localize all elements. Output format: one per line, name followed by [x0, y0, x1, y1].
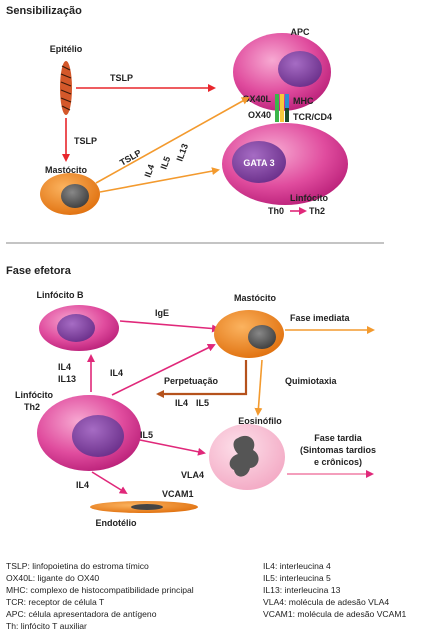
legend-item: TCR: receptor de célula T	[6, 597, 105, 607]
eosinophil-label: Eosinófilo	[238, 416, 282, 426]
vcam1-label: VCAM1	[162, 489, 194, 499]
tcr-cd4-label: TCR/CD4	[293, 112, 332, 122]
il4-a-label: IL4	[58, 362, 71, 372]
legend-item: Th: linfócito T auxiliar	[6, 621, 87, 631]
legend-left: TSLP: linfopoietina do estroma tímico OX…	[6, 560, 194, 632]
late-phase-label-2: (Sintomas tardios	[300, 445, 376, 455]
il4-to-mast-arrow	[111, 344, 216, 396]
lymphocyte-cell	[222, 123, 348, 205]
apc-cell	[233, 33, 331, 111]
il5-a-label: IL5	[196, 398, 209, 408]
immediate-phase-label: Fase imediata	[290, 313, 351, 323]
epithelium-label: Epitélio	[50, 44, 83, 54]
mast-cell-bottom	[214, 310, 284, 358]
ox40l-label: OX40L	[242, 94, 271, 104]
tslp-diag-label: TSLP	[118, 148, 143, 168]
legend-item: IL5: interleucina 5	[263, 573, 331, 583]
gata3-label: GATA 3	[243, 158, 274, 168]
sensitization-title: Sensibilização	[6, 5, 82, 17]
tslp-top-label: TSLP	[110, 73, 133, 83]
mast-cell-top-label: Mastócito	[45, 165, 88, 175]
chemotaxis-arrow	[254, 359, 263, 416]
tslp-down-label: TSLP	[74, 136, 97, 146]
legend-item: TSLP: linfopoietina do estroma tímico	[6, 561, 149, 571]
il13-diag-label: IL13	[174, 142, 190, 162]
chemotaxis-label: Quimiotaxia	[285, 376, 338, 386]
legend-item: OX40L: ligante do OX40	[6, 573, 100, 583]
legend-right: IL4: interleucina 4 IL5: interleucina 5 …	[263, 560, 406, 620]
th0-label: Th0	[268, 206, 284, 216]
perpetuation-arrow	[156, 360, 248, 398]
endothelium-cell	[90, 501, 198, 513]
il5-b-label: IL5	[140, 430, 153, 440]
apc-label: APC	[290, 27, 310, 37]
il4-d-label: IL4	[76, 480, 89, 490]
lymphocyte-th2-cell	[37, 395, 141, 471]
lymphocyte-b-cell	[39, 305, 119, 351]
legend-item: VCAM1: molécula de adesão VCAM1	[263, 609, 407, 619]
mast-to-apc-arrow	[95, 97, 250, 184]
il13-label: IL13	[58, 374, 76, 384]
eosinophil-cell	[209, 424, 285, 490]
il4-b-label: IL4	[110, 368, 123, 378]
legend-item: IL13: interleucina 13	[263, 585, 341, 595]
mhc-label: MHC	[293, 96, 314, 106]
il5-diag-label: IL5	[158, 155, 172, 171]
late-phase-label-1: Fase tardia	[314, 433, 363, 443]
legend-item: APC: célula apresentadora de antígeno	[6, 609, 157, 619]
vla4-label: VLA4	[181, 470, 204, 480]
lymphocyte-b-label: Linfócito B	[37, 290, 84, 300]
legend-item: VLA4: molécula de adesão VLA4	[263, 597, 390, 607]
il4-diag-label: IL4	[142, 163, 156, 179]
lymphocyte-th2-label: Linfócito	[15, 390, 53, 400]
il4-c-label: IL4	[175, 398, 188, 408]
il5-to-eosinophil-arrow	[139, 439, 206, 456]
legend-item: IL4: interleucina 4	[263, 561, 331, 571]
epithelium-cell	[60, 61, 72, 115]
receptor-bars	[275, 94, 289, 122]
ige-arrow	[119, 320, 220, 333]
mast-to-lymphocyte-arrow	[99, 167, 220, 193]
il4-to-endothelium-arrow	[91, 471, 128, 495]
mast-cell-top	[40, 173, 100, 215]
perpetuation-label: Perpetuação	[164, 376, 219, 386]
ige-label: IgE	[155, 308, 169, 318]
legend-item: MHC: complexo de histocompatibilidade pr…	[6, 585, 194, 595]
lymphocyte-label: Linfócito	[290, 193, 328, 203]
ox40-label: OX40	[248, 110, 271, 120]
late-phase-label-3: e crônicos)	[314, 457, 362, 467]
th2-label: Th2	[309, 206, 325, 216]
th2-effector-label: Th2	[24, 402, 40, 412]
endothelium-label: Endotélio	[96, 518, 137, 528]
mast-cell-bottom-label: Mastócito	[234, 293, 277, 303]
effector-title: Fase efetora	[6, 265, 72, 277]
